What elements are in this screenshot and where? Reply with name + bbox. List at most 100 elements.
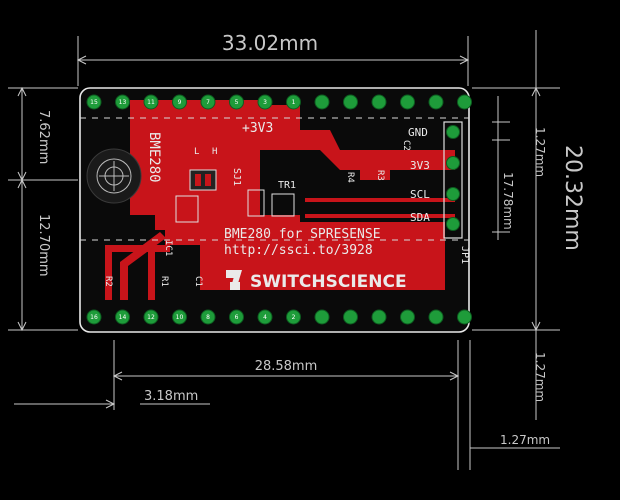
pad-number: 8: [206, 314, 210, 321]
ic-footprint: [175, 169, 295, 223]
pad-circle: [143, 309, 159, 325]
pad-number: 14: [119, 314, 127, 321]
transistor-label: TR1: [278, 180, 296, 191]
pad-circle: [343, 94, 358, 110]
dim-left-lower: 12.70mm: [36, 214, 51, 277]
pad-number: 10: [176, 314, 184, 321]
pad-circle: [286, 309, 301, 325]
top-pad: 13: [115, 94, 130, 110]
pad-circle: [172, 94, 187, 110]
dim-bottom-span: 28.58mm: [255, 359, 318, 374]
pad-number: 4: [263, 314, 267, 321]
header-pad-3v3: [446, 156, 460, 170]
component-c2: C2: [401, 140, 411, 151]
board-url: http://ssci.to/3928: [224, 243, 373, 258]
pad-circle: [257, 309, 273, 325]
top-pad: [428, 94, 444, 110]
dim-top-width: 33.02mm: [222, 31, 318, 55]
bottom-pad: [428, 309, 444, 325]
bottom-pad: 6: [229, 309, 244, 325]
pad-circle: [371, 94, 387, 110]
pad-circle: [115, 94, 130, 110]
pad-circle: [314, 94, 330, 110]
bottom-pad: 8: [200, 309, 216, 325]
pad-circle: [371, 309, 387, 325]
brand-mark: [226, 270, 242, 290]
pad-circle: [200, 94, 216, 110]
mounting-hole: [86, 148, 142, 204]
pad-circle: [457, 309, 472, 325]
top-pad: 9: [172, 94, 187, 110]
header-pad-column: [446, 125, 460, 231]
pad-circle: [457, 94, 472, 110]
top-pad: 5: [229, 94, 244, 110]
component-r4: R4: [345, 172, 355, 183]
pad-circle: [400, 94, 415, 110]
header-label-scl: SCL: [410, 188, 430, 201]
top-pad: 3: [257, 94, 273, 110]
bottom-pad: 2: [286, 309, 301, 325]
pad-number: 9: [178, 99, 182, 106]
pad-circle: [400, 309, 415, 325]
dim-left-upper: 7.62mm: [36, 110, 51, 164]
dim-right-bottom-gap: 1.27mm: [533, 352, 547, 402]
pad-circle: [172, 309, 187, 325]
header-label-3v3: 3V3: [410, 159, 430, 172]
guide-lines: [80, 117, 469, 241]
pad-circle: [229, 94, 244, 110]
top-pad: [314, 94, 330, 110]
pad-circle: [446, 156, 460, 170]
sj-letter-h: H: [212, 147, 217, 157]
dim-right-inner-top: 1.27mm: [533, 127, 547, 177]
pad-circle: [428, 94, 444, 110]
bottom-pad: [400, 309, 415, 325]
header-pad-scl: [446, 187, 460, 201]
pad-circle: [446, 217, 460, 231]
dimension-lines: [8, 30, 560, 470]
sj-letter-l: L: [194, 147, 199, 157]
pad-circle: [428, 309, 444, 325]
component-r2: R2: [103, 276, 113, 287]
pad-circle: [86, 94, 102, 110]
bottom-pad: 10: [172, 309, 187, 325]
pad-number: 3: [263, 99, 267, 106]
pad-number: 6: [235, 314, 239, 321]
pad-circle: [115, 309, 130, 325]
header-pad-sda: [446, 217, 460, 231]
top-pad: [400, 94, 415, 110]
bottom-pad: [343, 309, 358, 325]
top-pad: [371, 94, 387, 110]
pad-circle: [314, 309, 330, 325]
pad-number: 1: [292, 99, 296, 106]
bottom-pad: [371, 309, 387, 325]
pad-circle: [446, 125, 460, 139]
component-r3: R3: [375, 170, 385, 181]
pad-number: 2: [292, 314, 296, 321]
top-pad: [343, 94, 358, 110]
dim-right-height: 20.32mm: [560, 145, 585, 251]
pad-number: 11: [147, 99, 155, 106]
top-pad: [457, 94, 472, 110]
header-jp1: [443, 121, 463, 239]
component-ic1: IC1: [163, 240, 173, 256]
dim-right-inner-mid: 17.78mm: [501, 172, 515, 230]
pad-circle: [86, 309, 102, 325]
sj-label: SJ1: [231, 168, 242, 186]
bottom-pad: [457, 309, 472, 325]
pad-number: 13: [119, 99, 127, 106]
top-pad: 15: [86, 94, 102, 110]
component-c1: C1: [193, 276, 203, 287]
brand-logo: SWITCHSCIENCE: [226, 270, 407, 292]
pad-circle: [257, 94, 273, 110]
pad-number: 16: [90, 314, 98, 321]
pad-number: 15: [90, 99, 98, 106]
dim-bottom-offset: 3.18mm: [144, 389, 198, 404]
pad-number: 12: [147, 314, 155, 321]
top-pad: 1: [286, 94, 301, 110]
sensor-label: BME280: [146, 132, 162, 183]
board-title: BME280 for SPRESENSE: [224, 227, 381, 242]
top-pad-row: 15 13 11 9 7 5 3 1: [86, 94, 472, 110]
pad-circle: [229, 309, 244, 325]
pad-number: 7: [206, 99, 210, 106]
